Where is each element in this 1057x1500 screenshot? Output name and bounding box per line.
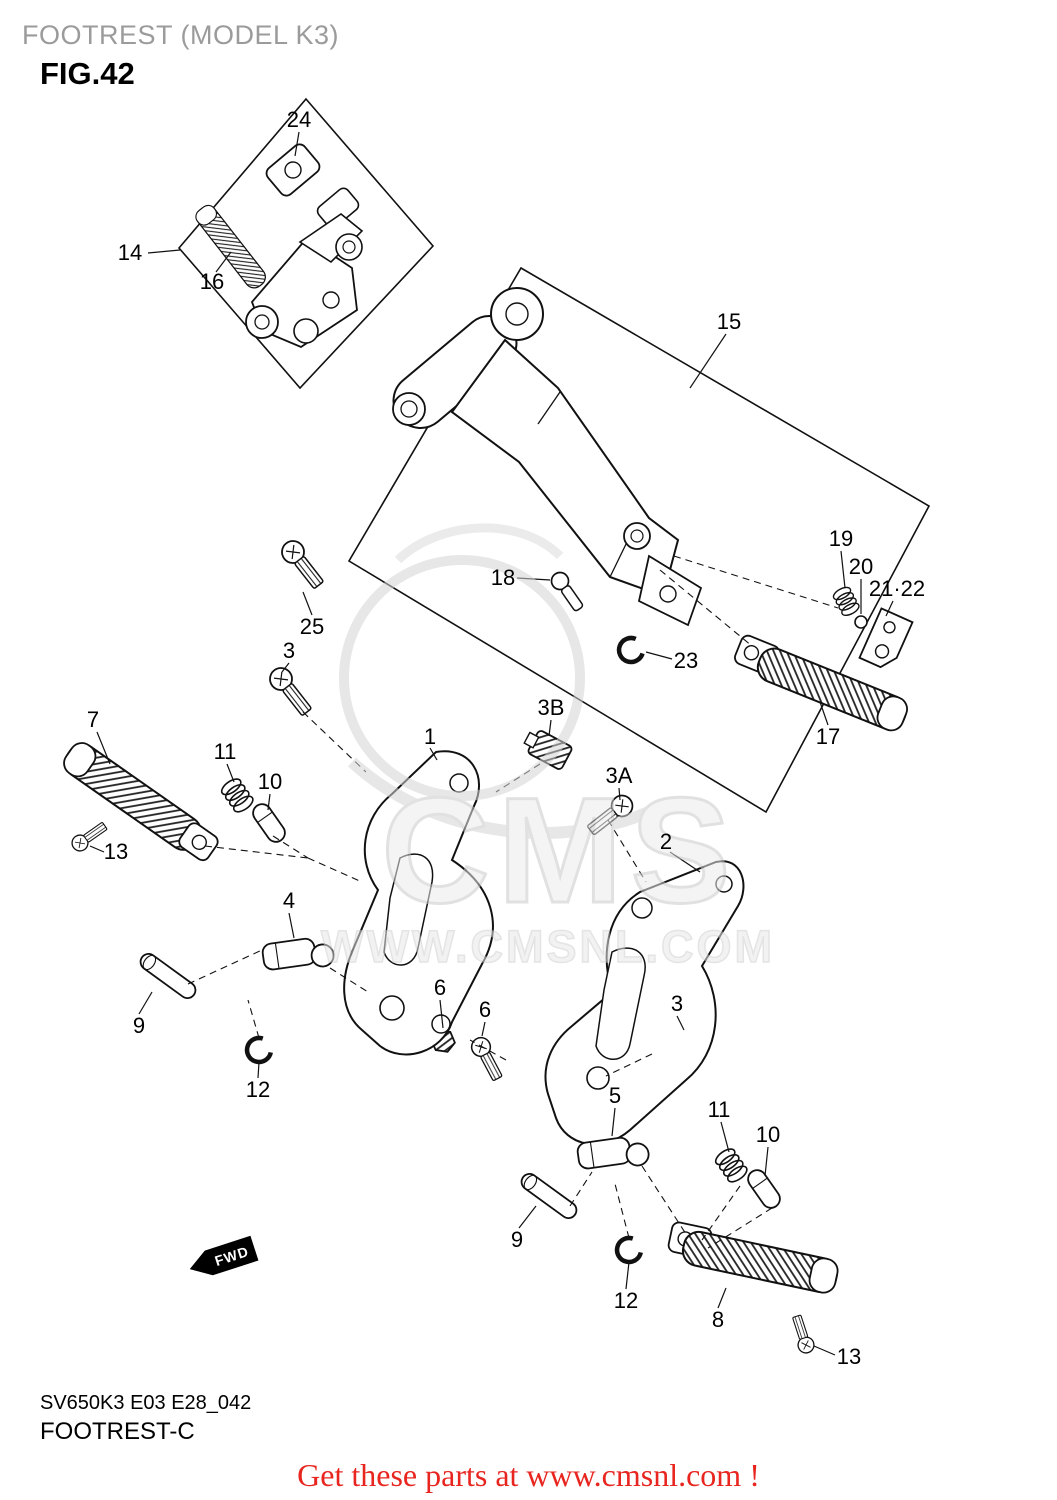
watermark: CMS WWW.CMSNL.COM xyxy=(320,523,775,973)
part-10-sleeve-right xyxy=(743,1165,785,1213)
part-18-pin xyxy=(550,571,584,612)
watermark-url: WWW.CMSNL.COM xyxy=(321,921,775,972)
assembly-box-15 xyxy=(347,266,931,814)
part-callout-21-22[interactable]: 21·22 xyxy=(868,576,926,601)
part-callout-10[interactable]: 10 xyxy=(257,769,283,794)
part-24-cushion xyxy=(265,143,360,229)
fwd-arrow: FWD xyxy=(189,1235,259,1276)
part-15-footrest-bracket xyxy=(392,287,703,627)
part-callout-11[interactable]: 11 xyxy=(213,739,237,764)
part-callout-18[interactable]: 18 xyxy=(490,565,516,590)
model-code: SV650K3 E03 E28_042 xyxy=(40,1392,252,1414)
part-callout-1[interactable]: 1 xyxy=(423,724,437,749)
part-callout-5[interactable]: 5 xyxy=(608,1083,622,1108)
part-9-pin-right xyxy=(517,1169,581,1223)
part-20-washer xyxy=(854,615,868,629)
part-callout-3a[interactable]: 3A xyxy=(605,763,633,788)
part-callout-6-2[interactable]: 6 xyxy=(478,997,492,1022)
part-callout-19[interactable]: 19 xyxy=(828,526,854,551)
assembly-box-14 xyxy=(177,97,435,390)
part-11-spring-right xyxy=(712,1145,751,1186)
part-callout-12[interactable]: 12 xyxy=(245,1077,271,1102)
part-callout-9-2[interactable]: 9 xyxy=(510,1227,524,1252)
part-callout-24[interactable]: 24 xyxy=(286,107,312,132)
leader-lines xyxy=(89,131,894,1356)
part-callout-2[interactable]: 2 xyxy=(659,829,673,854)
part-callout-15[interactable]: 15 xyxy=(716,309,742,334)
part-10-sleeve-left xyxy=(248,799,290,847)
part-callout-10-2[interactable]: 10 xyxy=(755,1122,781,1147)
part-callout-25[interactable]: 25 xyxy=(299,614,325,639)
part-17-footrest-rear xyxy=(734,634,912,735)
part-callout-3-2[interactable]: 3 xyxy=(670,991,684,1016)
part-7-footrest xyxy=(58,737,219,862)
part-callout-20[interactable]: 20 xyxy=(848,554,874,579)
part-callout-6[interactable]: 6 xyxy=(433,975,447,1000)
cmsnl-promo-link[interactable]: Get these parts at www.cmsnl.com ! xyxy=(297,1457,760,1493)
part-callout-9[interactable]: 9 xyxy=(132,1013,146,1038)
part-25-bolt xyxy=(276,535,329,593)
part-callout-3b[interactable]: 3B xyxy=(537,695,565,720)
part-3-bolt-upper xyxy=(264,662,317,720)
part-callout-12-2[interactable]: 12 xyxy=(613,1288,639,1313)
part-callout-16[interactable]: 16 xyxy=(199,269,225,294)
part-callout-8[interactable]: 8 xyxy=(711,1307,725,1332)
part-callout-3[interactable]: 3 xyxy=(282,638,296,663)
part-callout-11-2[interactable]: 11 xyxy=(707,1097,731,1122)
part-19-spring xyxy=(830,584,862,619)
fiche-part-name: FOOTREST-C xyxy=(40,1418,195,1445)
watermark-brand: CMS xyxy=(381,766,738,934)
part-21-22-plate xyxy=(858,607,914,669)
part-callout-17[interactable]: 17 xyxy=(815,724,841,749)
figure-label: FIG.42 xyxy=(40,56,135,91)
part-12-eclip-right xyxy=(613,1235,643,1266)
part-8-footrest xyxy=(667,1221,841,1296)
assembly-axis-lines xyxy=(187,555,839,1249)
part-11-spring-left xyxy=(218,775,257,816)
page-title: FOOTREST (MODEL K3) xyxy=(22,20,340,50)
part-callout-13-2[interactable]: 13 xyxy=(836,1344,862,1369)
part-callout-7[interactable]: 7 xyxy=(86,707,100,732)
part-callout-13[interactable]: 13 xyxy=(103,839,129,864)
part-9-pin-left xyxy=(136,949,200,1003)
part-12-eclip-left xyxy=(243,1035,273,1066)
part-14-footrest-assy xyxy=(245,213,364,349)
part-13-bolt-right xyxy=(788,1313,817,1356)
part-callout-23[interactable]: 23 xyxy=(673,648,699,673)
part-callout-4[interactable]: 4 xyxy=(282,888,296,913)
part-23-eclip xyxy=(615,635,644,666)
part-callout-14[interactable]: 14 xyxy=(117,240,143,265)
part-1-bracket xyxy=(343,750,494,1056)
